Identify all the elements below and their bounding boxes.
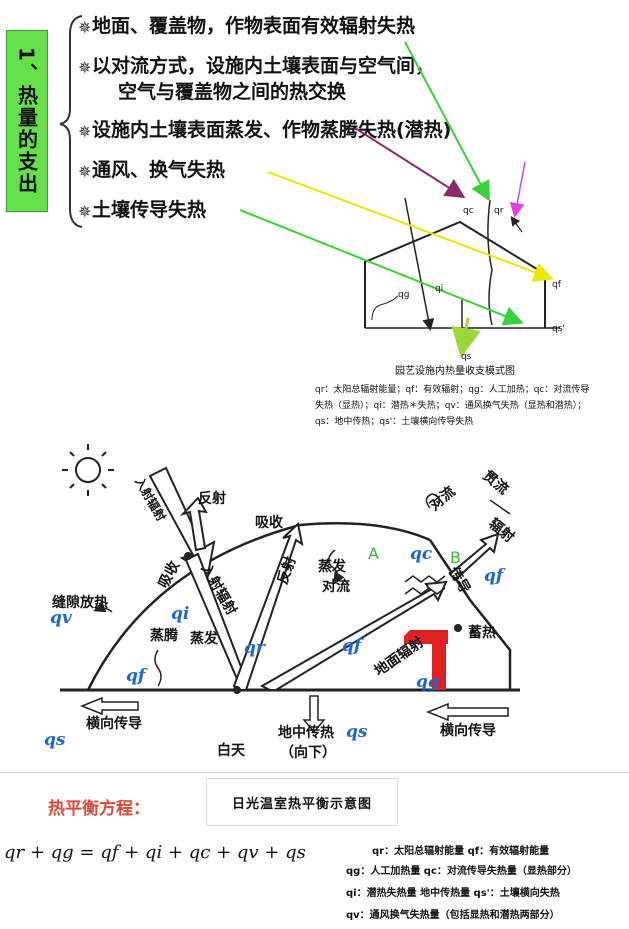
label-lateral-right: 横向传导 [440, 723, 496, 739]
legend-line-1: qr：太阳总辐射能量 qf：有效辐射能量 [372, 846, 550, 857]
legend-line-3: qi：潜热失热量 地中传热量 qs'：土壤横向失热 [346, 888, 560, 899]
fig-label-qf: qf [552, 280, 561, 290]
text-item-2: ✵以对流方式，设施内土壤表面与空气间， [78, 54, 434, 78]
bullet-icon: ✵ [78, 58, 92, 77]
q-label-qs-left: qs [44, 730, 66, 750]
legend-line-4: qv：通风换气失热量（包括显热和潜热两部分） [346, 910, 560, 921]
bullet-icon: ✵ [78, 202, 92, 221]
fig-label-qs-prime: qs' [552, 324, 565, 334]
schematic-caption-line-3: qs：地中传热；qs'：土壤横向传导失热 [315, 417, 474, 427]
schematic-caption-line-1: qr：太阳总辐射能量；qf：有效辐射；qg：人工加热；qc：对流传导 [315, 385, 590, 395]
balance-equation-title: 热平衡方程： [48, 799, 150, 819]
label-downward: （向下） [280, 745, 336, 761]
q-label-qf-mid: qf [342, 636, 362, 656]
q-label-qi: qi [171, 604, 190, 624]
label-heat-store: 蓄热 [468, 625, 496, 641]
label-transpire: 蒸腾 [150, 628, 178, 644]
left-brace [59, 15, 83, 228]
label-A: A [368, 544, 379, 563]
bullet-icon: ✵ [78, 162, 92, 181]
q-label-qv: qv [50, 608, 72, 628]
text-item-2b: 空气与覆盖物之间的热交换 [118, 81, 347, 103]
label-lateral-left: 横向传导 [86, 716, 142, 732]
text-item-1: ✵地面、覆盖物，作物表面有效辐射失热 [78, 14, 415, 38]
section-label: 1、热量的支出 [6, 30, 48, 212]
label-reflect-1: 反射 [198, 491, 226, 507]
label-B: B [450, 548, 461, 567]
sun-icon [62, 444, 114, 496]
q-label-qs-mid: qs [346, 722, 368, 742]
label-evap: 蒸发 [318, 559, 346, 575]
q-label-qf-left: qf [126, 666, 146, 686]
schematic-caption-title: 园艺设施内热量收支模式图 [395, 366, 515, 377]
label-evap-2: 蒸发 [190, 631, 218, 647]
text-item-5: ✵土壤传导失热 [78, 198, 206, 222]
q-label-qr: qr [244, 638, 265, 658]
schematic-caption-line-2: 失热（显热）；qi：潜热＊失热；qv：通风换气失热（显热和潜热）； [315, 401, 587, 411]
label-ground-down: 地中传热 [278, 725, 334, 741]
text-item-3: ✵设施内土壤表面蒸发、作物蒸腾失热(潜热) [78, 118, 451, 142]
legend-line-2: qg：人工加热量 qc：对流传导失热量（显热部分） [346, 866, 577, 877]
q-label-qf-right: qf [484, 566, 504, 586]
label-absorb-2: 吸收 [255, 515, 283, 531]
label-daytime: 白天 [217, 743, 245, 759]
divider [0, 772, 629, 773]
heat-balance-equation: qr + qg = qf + qi + qc + qv + qs [4, 842, 306, 863]
fig-label-qg: qg [398, 290, 410, 300]
q-label-qc: qc [410, 544, 433, 564]
q-label-qg: qg [416, 672, 440, 692]
heat-flow-schematic [239, 41, 560, 358]
label-gap-heat: 缝隙放热 [52, 595, 108, 611]
fig-label-qc: qc [463, 206, 474, 216]
fig-label-qi: qi [435, 284, 444, 294]
fig-label-qr: qr [494, 206, 504, 216]
diagram-title: 日光温室热平衡示意图 [206, 778, 398, 826]
bullet-icon: ✵ [78, 122, 92, 141]
bullet-icon: ✵ [78, 18, 92, 37]
fig-label-qs: qs [461, 352, 472, 362]
text-item-4: ✵通风、换气失热 [78, 158, 225, 182]
solar-greenhouse-diagram [60, 444, 520, 734]
label-convect: 对流 [322, 579, 350, 595]
